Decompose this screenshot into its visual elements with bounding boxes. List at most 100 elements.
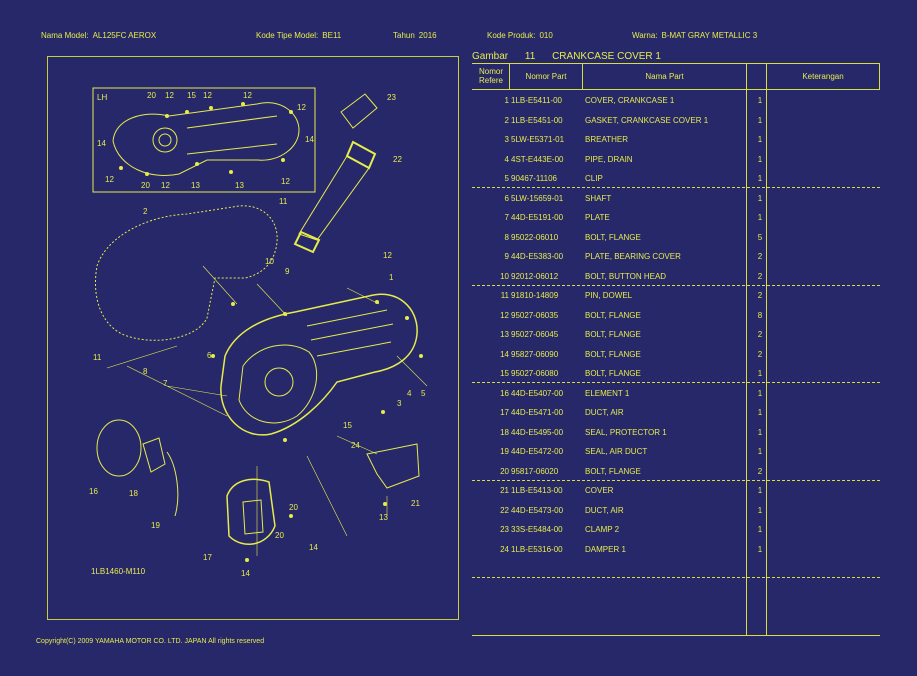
- row-part-no: 92012-06012: [511, 271, 559, 281]
- type-value: BE11: [322, 31, 342, 40]
- row-ref: 5: [504, 174, 509, 183]
- type-label: Kode Tipe Model:: [256, 31, 319, 40]
- group-divider: [472, 187, 880, 188]
- row-qty: 2: [757, 252, 763, 261]
- callout-21: 21: [411, 499, 420, 508]
- clamp-part: [340, 93, 378, 129]
- row-qty: 2: [757, 271, 763, 281]
- seal-protector: [142, 437, 166, 473]
- row-part-no: 44D-E5383-00: [511, 252, 564, 261]
- row-qty: 1: [757, 525, 763, 534]
- inset-bearing-inner: [158, 133, 172, 147]
- callout-14b: 14: [305, 135, 314, 144]
- air-duct-emblem: [242, 499, 264, 535]
- row-ref: 2: [504, 115, 509, 125]
- figure-heading: Gambar 11 CRANKCASE COVER 1: [472, 51, 675, 62]
- row-part-no: 4ST-E443E-00: [511, 154, 564, 164]
- callout-12a: 12: [165, 91, 174, 100]
- row-part-no: 33S-E5484-00: [511, 525, 563, 534]
- callout-12b: 12: [203, 91, 212, 100]
- row-part-name: COVER, CRANKCASE 1: [585, 96, 675, 105]
- callout-12c: 12: [243, 91, 252, 100]
- callout-20b: 20: [141, 181, 150, 190]
- header-ref: Nomor Refere: [478, 67, 503, 85]
- callout-12e: 12: [105, 175, 114, 184]
- cover-clutch-housing: [238, 344, 318, 424]
- group-divider: [472, 382, 880, 383]
- callout-2: 2: [143, 207, 148, 216]
- row-part-name: DUCT, AIR: [585, 408, 624, 417]
- row-part-no: 95027-06045: [511, 330, 559, 339]
- row-ref: 24: [500, 544, 509, 554]
- row-qty: 1: [757, 388, 763, 398]
- row-ref: 14: [500, 349, 509, 359]
- row-qty: 1: [757, 174, 763, 183]
- row-part-name: SEAL, PROTECTOR 1: [585, 427, 667, 437]
- row-ref: 20: [500, 466, 509, 476]
- row-qty: 5: [757, 232, 763, 242]
- table-header-border: [472, 89, 880, 90]
- callout-14d: 14: [241, 569, 250, 578]
- row-part-name: PIN, DOWEL: [585, 291, 633, 300]
- row-part-no: 44D-E5473-00: [511, 505, 564, 515]
- row-part-name: ELEMENT 1: [585, 388, 630, 398]
- group-divider: [472, 285, 880, 286]
- inset-label: LH: [97, 93, 107, 102]
- row-qty: 1: [757, 213, 763, 222]
- row-part-name: BOLT, FLANGE: [585, 310, 641, 320]
- cover-bearing: [264, 367, 294, 397]
- figure-label: Gambar: [472, 51, 509, 62]
- row-part-no: 95022-06010: [511, 232, 559, 242]
- crankcase-cover: [220, 293, 418, 436]
- row-part-no: 95817-06020: [511, 466, 559, 476]
- callout-12h: 12: [383, 251, 392, 260]
- year-label: Tahun: [393, 31, 415, 40]
- callout-3: 3: [397, 399, 402, 408]
- row-ref: 22: [500, 505, 509, 515]
- group-divider: [472, 480, 880, 481]
- duct-hose: [293, 230, 321, 254]
- table-top-border: [472, 63, 880, 64]
- callout-13c: 13: [379, 513, 388, 522]
- row-part-name: SEAL, AIR DUCT: [585, 447, 648, 456]
- row-part-name: PLATE: [585, 213, 610, 222]
- row-ref: 16: [500, 388, 509, 398]
- row-ref: 10: [500, 271, 509, 281]
- row-qty: 1: [757, 135, 763, 144]
- header-notes: Keterangan: [802, 72, 844, 81]
- product-value: 010: [539, 31, 553, 40]
- color-label: Warna:: [632, 31, 658, 40]
- small-cover: [366, 443, 420, 489]
- callout-14c: 14: [309, 543, 318, 552]
- row-ref: 19: [500, 447, 509, 456]
- callout-12d: 12: [297, 103, 306, 112]
- row-part-name: COVER: [585, 486, 614, 495]
- callout-6: 6: [207, 351, 212, 360]
- callout-12g: 12: [281, 177, 290, 186]
- model-value: AL125FC AEROX: [92, 31, 157, 40]
